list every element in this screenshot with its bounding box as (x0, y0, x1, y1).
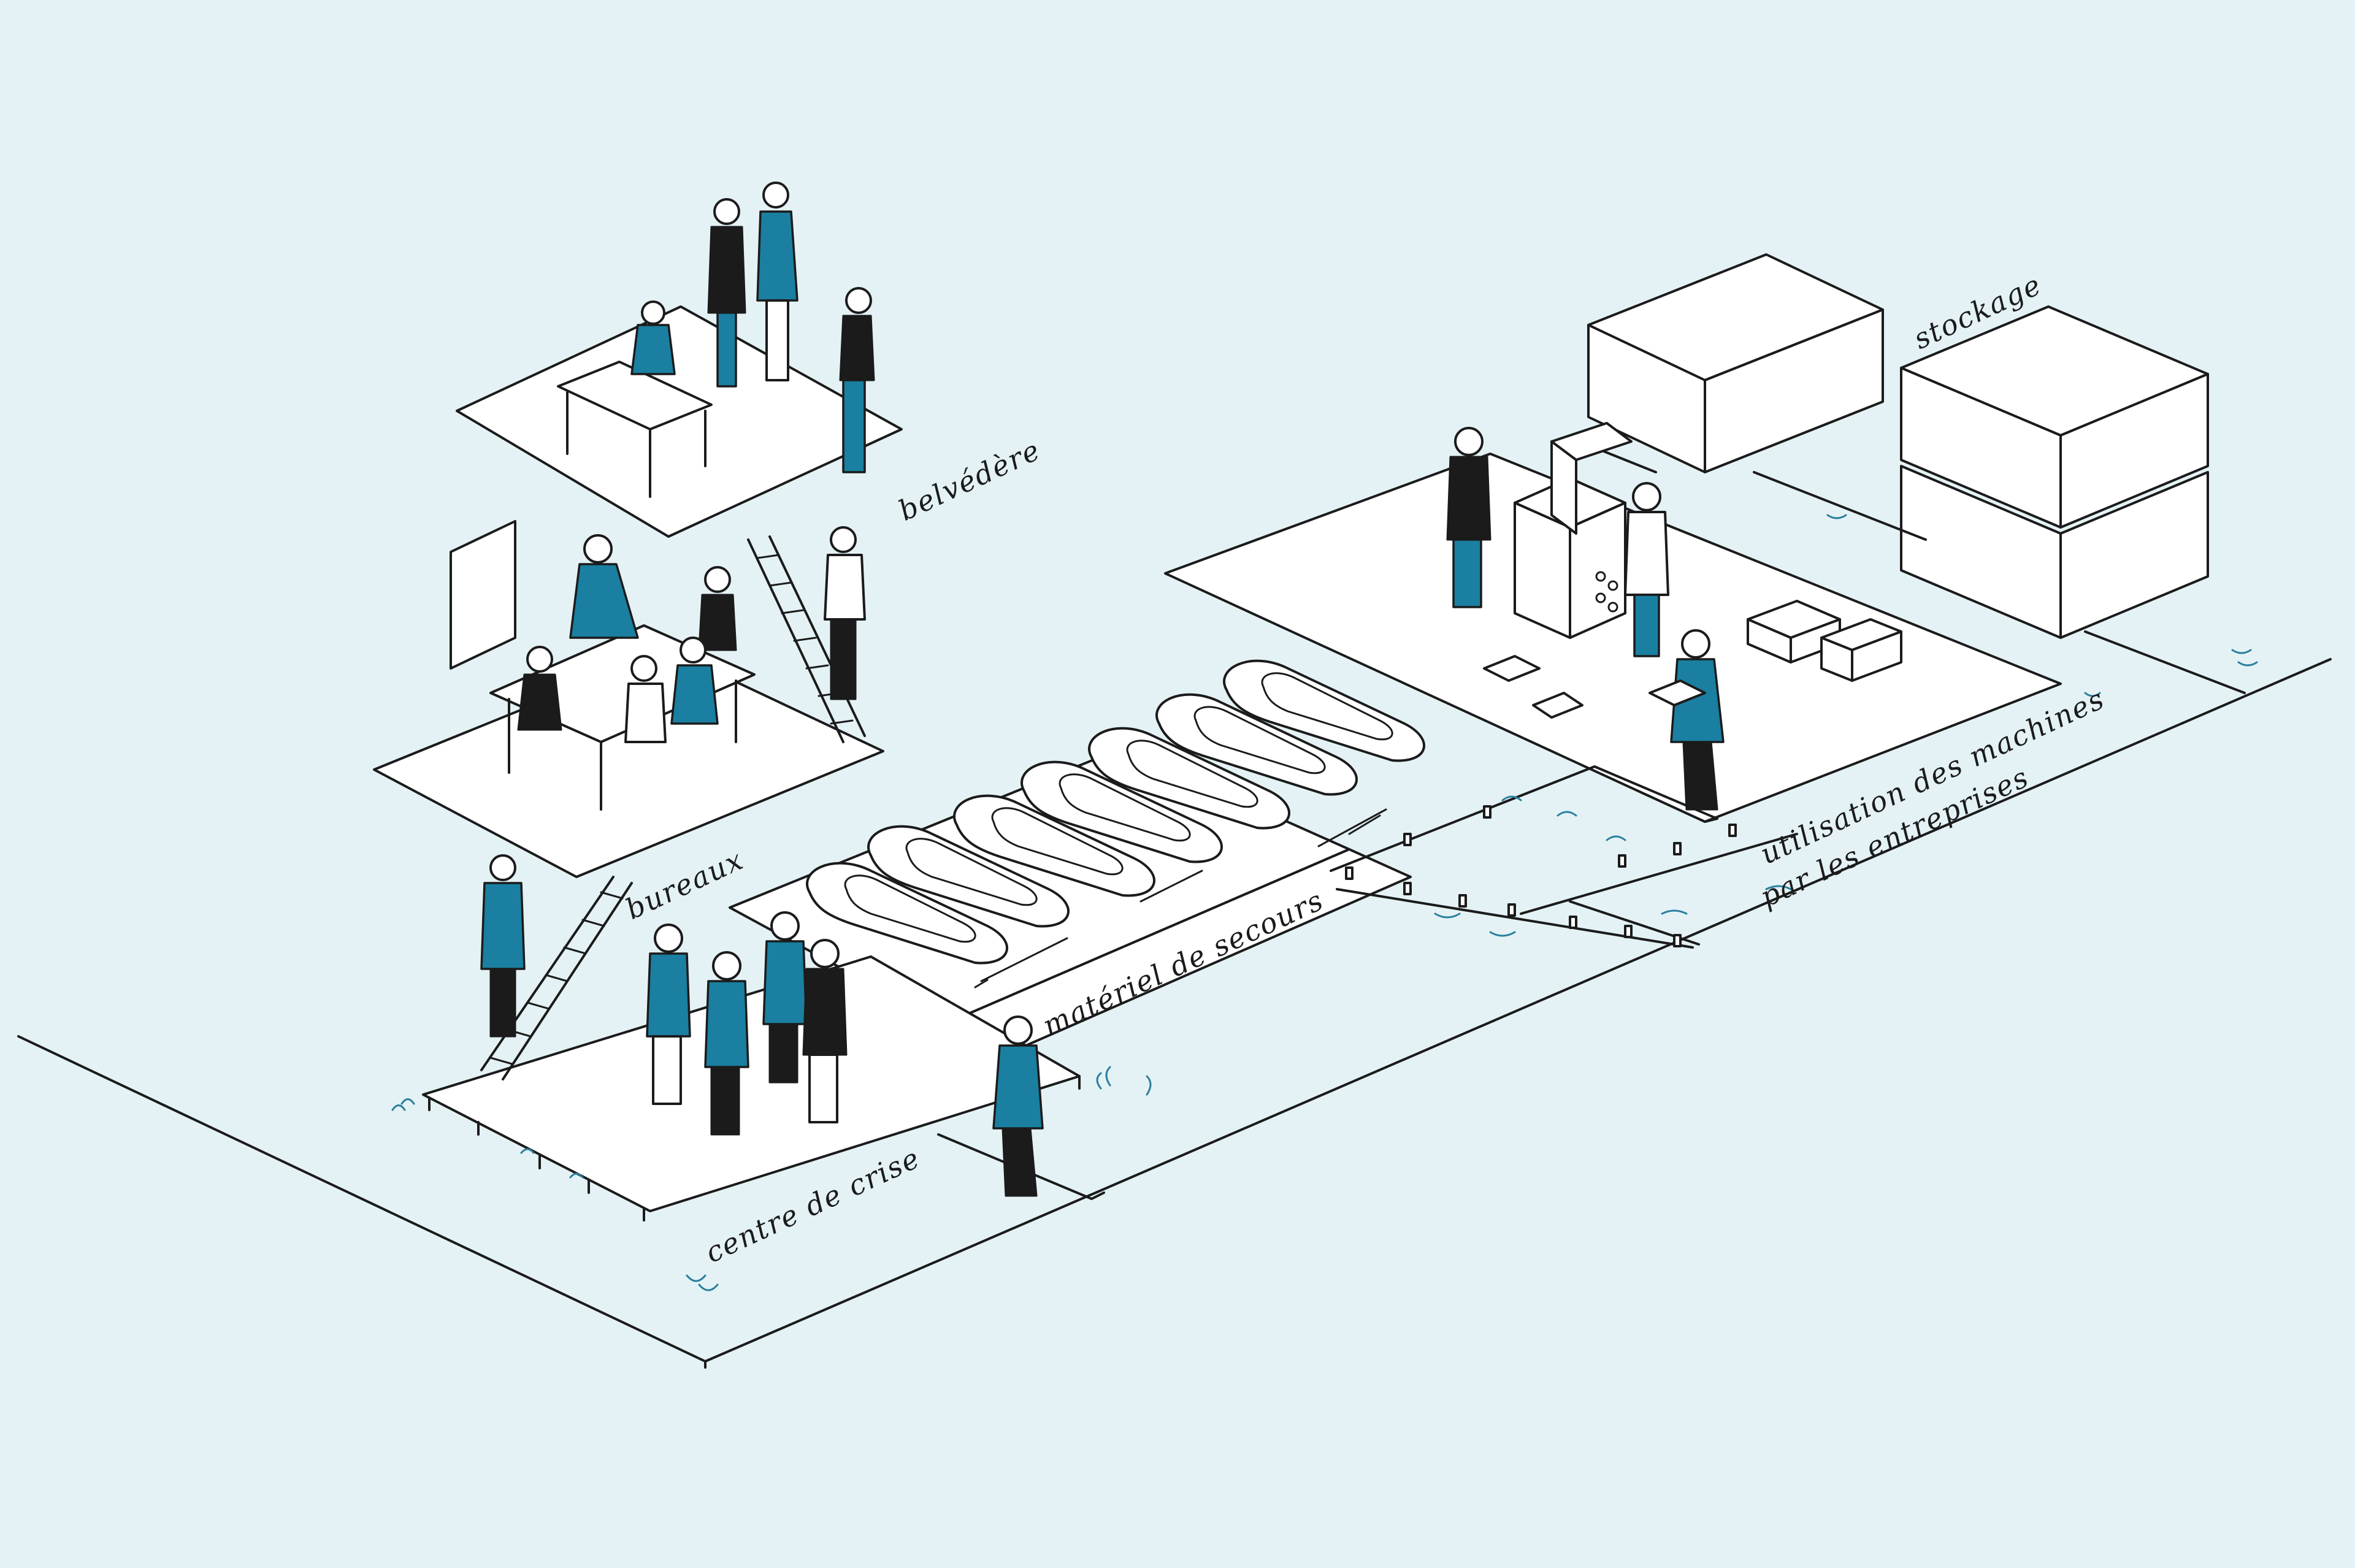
container (1588, 254, 1883, 472)
offices-label: bureaux (621, 843, 749, 926)
whiteboard (451, 521, 515, 668)
person (825, 527, 865, 699)
person (518, 647, 561, 730)
belvedere-deck (457, 307, 902, 537)
belvedere-label: belvédère (894, 433, 1046, 527)
person (699, 567, 736, 650)
person (757, 183, 797, 380)
person (570, 535, 638, 638)
person (481, 855, 524, 1036)
